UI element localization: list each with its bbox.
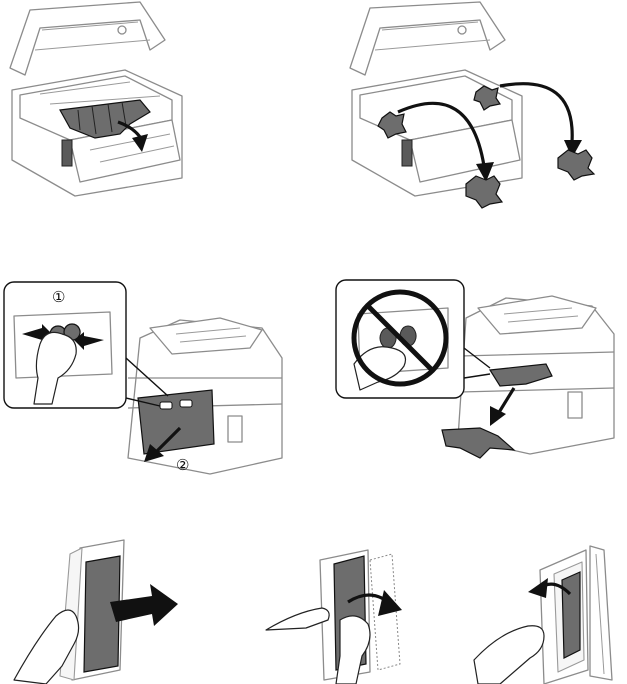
panel-remove-paper-rear-unit	[0, 540, 200, 684]
printer-illustration	[0, 0, 200, 200]
printer-rear-illustration: ① ②	[0, 278, 300, 478]
rear-unit-illustration	[260, 540, 430, 684]
panel-button	[62, 140, 72, 166]
cover-button[interactable]	[180, 400, 192, 407]
rear-unit-illustration	[470, 540, 627, 684]
panel-remove-jammed-paper	[0, 0, 200, 200]
panel-remove-torn-pieces	[340, 0, 627, 210]
panel-pull-paper-from-cover	[260, 540, 430, 684]
panel-open-duplex-unit	[470, 540, 627, 684]
hand-icon	[336, 616, 370, 684]
panel-do-not-touch-rollers	[330, 278, 627, 478]
panel-open-rear-cover: ① ②	[0, 278, 300, 478]
paper-scrap	[558, 150, 594, 180]
printer-illustration	[340, 0, 627, 210]
cover-button[interactable]	[160, 402, 172, 409]
paper-scrap	[466, 176, 502, 208]
hand-icon	[474, 626, 544, 684]
pull-arrow-icon	[378, 590, 402, 616]
open-arrow-icon	[528, 578, 548, 598]
hand-icon	[266, 608, 329, 630]
rear-cover[interactable]	[138, 390, 214, 454]
rear-unit-illustration	[0, 540, 200, 684]
printer-rear-illustration	[330, 278, 627, 478]
step-number-two: ②	[176, 457, 189, 474]
step-number-one: ①	[52, 289, 65, 306]
jammed-paper	[562, 572, 580, 658]
